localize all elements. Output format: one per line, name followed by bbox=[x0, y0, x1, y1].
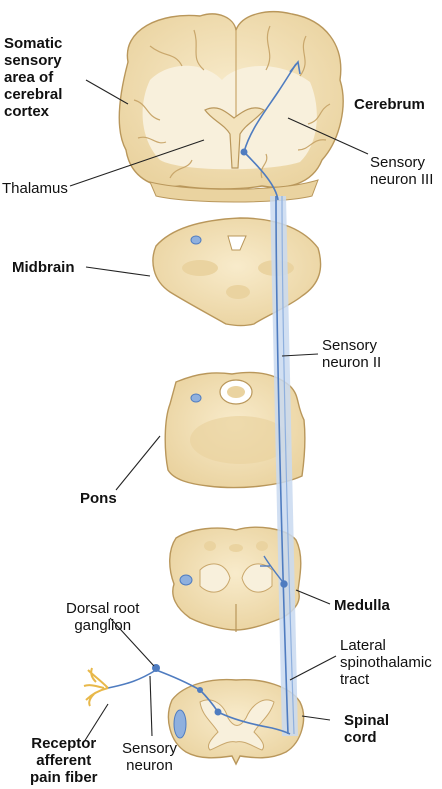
pons-section bbox=[164, 371, 306, 489]
sensory-neuron-iii-path bbox=[240, 60, 301, 201]
label-thalamus: Thalamus bbox=[2, 180, 68, 197]
label-receptor-afferent-pain-fiber: Receptor afferent pain fiber bbox=[30, 735, 98, 786]
cerebrum-section bbox=[118, 11, 344, 203]
midbrain-section bbox=[152, 217, 322, 327]
label-lateral-spinothalamic-tract: Lateral spinothalamic tract bbox=[340, 637, 432, 688]
label-spinal-cord: Spinal cord bbox=[344, 712, 390, 746]
label-medulla: Medulla bbox=[334, 597, 390, 614]
label-midbrain: Midbrain bbox=[12, 259, 75, 276]
sensory-neuron-i-path bbox=[83, 664, 291, 735]
label-sensory-neuron: Sensory neuron bbox=[122, 740, 178, 774]
label-dorsal-root-ganglion: Dorsal root ganglion bbox=[66, 600, 140, 634]
spinothalamic-tract bbox=[270, 195, 298, 736]
label-pons: Pons bbox=[80, 490, 117, 507]
leader-lines bbox=[69, 79, 369, 743]
label-somatic-sensory-area: Somatic sensory area of cerebral cortex bbox=[4, 35, 63, 120]
label-cerebrum: Cerebrum bbox=[354, 96, 425, 113]
medulla-collateral bbox=[260, 555, 288, 588]
label-sensory-neuron-ii: Sensory neuron II bbox=[322, 337, 382, 371]
label-sensory-neuron-iii: Sensory neuron III bbox=[370, 154, 434, 188]
